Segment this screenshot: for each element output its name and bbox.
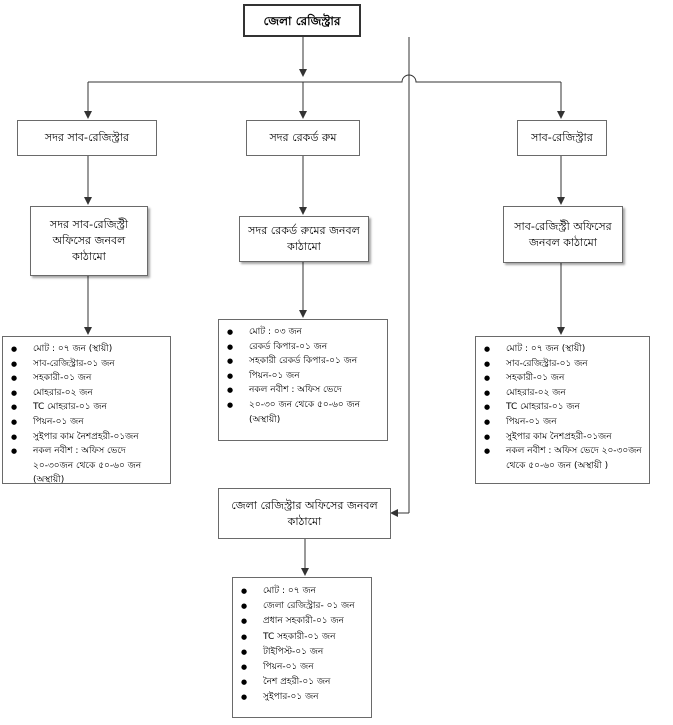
list-item: TC মোহরার-০১ জন <box>480 400 645 415</box>
list-item: মোহরার-০২ জন <box>7 386 166 401</box>
sadar-sub-registry-staff-box: সদর সাব-রেজিস্ট্রী অফিসের জনবল কাঠামো <box>30 206 148 276</box>
sadar-record-room-label: সদর রেকর্ড রুম <box>269 131 337 144</box>
list-item: সাব-রেজিস্ট্রার-০১ জন <box>480 357 645 372</box>
list-item: টাইপিস্ট-০১ জন <box>237 645 367 660</box>
list-item: প্রধান সহকারী-০১ জন <box>237 614 367 629</box>
list-item: নকল নবীশ : অফিস ভেদে <box>223 383 383 398</box>
sub-registry-staff-list: মোট : ০৭ জন (স্থায়ী) সাব-রেজিস্ট্রার-০১… <box>475 336 650 484</box>
sadar-record-room-box: সদর রেকর্ড রুম <box>246 120 360 156</box>
list-item: সহকারী-০১ জন <box>7 371 166 386</box>
list-item: পিয়ন-০১ জন <box>237 660 367 675</box>
list-item: সুইপার কাম নৈশপ্রহরী-০১জন <box>7 430 166 445</box>
sadar-record-room-staff-label: সদর রেকর্ড রুমের জনবল কাঠামো <box>248 224 360 253</box>
sub-registry-staff-box: সাব-রেজিস্ট্রী অফিসের জনবল কাঠামো <box>503 206 623 263</box>
list-item: TC সহকারী-০১ জন <box>237 630 367 645</box>
list-item: নৈশ প্রহরী-০১ জন <box>237 675 367 690</box>
line-bus <box>88 74 561 83</box>
list-item: মোট : ০৩ জন <box>223 325 383 340</box>
sadar-sub-registrar-label: সদর সাব-রেজিস্ট্রার <box>44 131 130 144</box>
list-item: TC মোহরার-০১ জন <box>7 400 166 415</box>
list-item: সহকারী রেকর্ড কিপার-০১ জন <box>223 354 383 369</box>
list-item: মোট : ০৭ জন <box>237 584 367 599</box>
list-item: পিয়ন-০১ জন <box>480 415 645 430</box>
district-office-staff-box: জেলা রেজিস্ট্রার অফিসের জনবল কাঠামো <box>218 488 391 539</box>
list-item: পিয়ন-০১ জন <box>7 415 166 430</box>
list-item: সহকারী-০১ জন <box>480 371 645 386</box>
district-registrar-label: জেলা রেজিস্ট্রার <box>263 13 341 28</box>
list-item: জেলা রেজিস্ট্রার- ০১ জন <box>237 599 367 614</box>
list-item: মোট : ০৭ জন (স্থায়ী) <box>7 342 166 357</box>
list-item: সুইপার-০১ জন <box>237 690 367 705</box>
list-item: ২০-৩০ জন থেকে ৫০-৬০ জন (অস্থায়ী) <box>223 398 383 427</box>
list-item: নকল নবীশ : অফিস ভেদে ২০-৩০জন থেকে ৫০-৬০ … <box>7 444 166 488</box>
list-item: সুইপার কাম নৈশপ্রহরী-০১জন <box>480 430 645 445</box>
sub-registrar-label: সাব-রেজিস্ট্রার <box>531 131 593 144</box>
district-office-staff-label: জেলা রেজিস্ট্রার অফিসের জনবল কাঠামো <box>231 498 378 528</box>
list-item: মোহরার-০২ জন <box>480 386 645 401</box>
district-office-staff-list: মোট : ০৭ জন জেলা রেজিস্ট্রার- ০১ জন প্রধ… <box>232 577 372 718</box>
sub-registry-staff-label: সাব-রেজিস্ট্রী অফিসের জনবল কাঠামো <box>514 219 612 249</box>
sadar-sub-registry-staff-label: সদর সাব-রেজিস্ট্রী অফিসের জনবল কাঠামো <box>49 218 129 263</box>
district-registrar-box: জেলা রেজিস্ট্রার <box>243 4 361 37</box>
list-item: সাব-রেজিস্ট্রার-০১ জন <box>7 357 166 372</box>
sub-registrar-box: সাব-রেজিস্ট্রার <box>517 120 607 156</box>
list-item: পিয়ন-০১ জন <box>223 369 383 384</box>
list-item: রেকর্ড কিপার-০১ জন <box>223 340 383 355</box>
sadar-sub-registrar-box: সদর সাব-রেজিস্ট্রার <box>17 120 157 156</box>
list-item: মোট : ০৭ জন (স্থায়ী) <box>480 342 645 357</box>
list-item: নকল নবীশ : অফিস ভেদে ২০-৩০জন থেকে ৫০-৬০ … <box>480 444 645 473</box>
sadar-sub-registry-staff-list: মোট : ০৭ জন (স্থায়ী) সাব-রেজিস্ট্রার-০১… <box>2 336 171 485</box>
sadar-record-room-staff-list: মোট : ০৩ জন রেকর্ড কিপার-০১ জন সহকারী রে… <box>218 319 388 441</box>
sadar-record-room-staff-box: সদর রেকর্ড রুমের জনবল কাঠামো <box>239 216 369 262</box>
